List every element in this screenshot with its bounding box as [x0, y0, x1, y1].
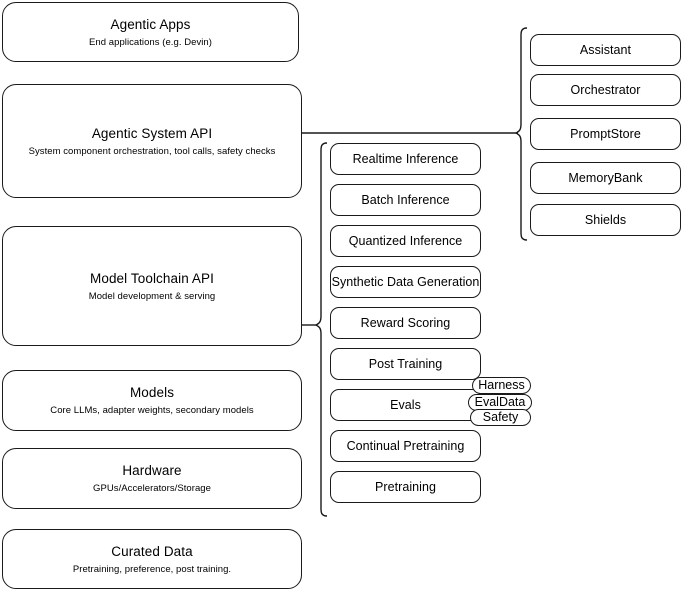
toolchain-item-label: Evals	[390, 398, 421, 412]
toolchain-item-continual-pretraining[interactable]: Continual Pretraining	[330, 430, 481, 462]
system-component-memorybank[interactable]: MemoryBank	[530, 162, 681, 194]
toolchain-item-label: Synthetic Data Generation	[331, 275, 480, 289]
layer-card-model-toolchain-api[interactable]: Model Toolchain API Model development & …	[2, 226, 302, 346]
system-component-orchestrator[interactable]: Orchestrator	[530, 74, 681, 106]
layer-card-agentic-apps[interactable]: Agentic Apps End applications (e.g. Devi…	[2, 2, 299, 62]
evals-tag-safety[interactable]: Safety	[470, 409, 531, 426]
layer-title: Model Toolchain API	[90, 270, 214, 286]
system-component-assistant[interactable]: Assistant	[530, 34, 681, 66]
system-component-label: Shields	[584, 213, 627, 227]
toolchain-item-post-training[interactable]: Post Training	[330, 348, 481, 380]
layer-title: Models	[129, 385, 175, 400]
evals-tag-label: EvalData	[474, 395, 526, 409]
system-components-brace	[514, 27, 528, 241]
system-component-label: Orchestrator	[570, 83, 641, 97]
toolchain-capabilities-brace	[314, 142, 328, 517]
toolchain-item-quantized-inference[interactable]: Quantized Inference	[330, 225, 481, 257]
layer-subtitle: Pretraining, preference, post training.	[72, 563, 232, 575]
layer-card-agentic-system-api[interactable]: Agentic System API System component orch…	[2, 84, 302, 198]
toolchain-item-reward-scoring[interactable]: Reward Scoring	[330, 307, 481, 339]
layer-title: Agentic Apps	[110, 16, 191, 32]
toolchain-item-batch-inference[interactable]: Batch Inference	[330, 184, 481, 216]
evals-tag-harness[interactable]: Harness	[472, 377, 531, 394]
toolchain-item-realtime-inference[interactable]: Realtime Inference	[330, 143, 481, 175]
layer-subtitle: Model development & serving	[88, 290, 216, 302]
evals-tag-label: Harness	[478, 378, 525, 392]
toolchain-item-label: Reward Scoring	[360, 316, 451, 330]
system-component-label: PromptStore	[570, 127, 641, 141]
layer-subtitle: End applications (e.g. Devin)	[89, 36, 212, 48]
layer-card-curated-data[interactable]: Curated Data Pretraining, preference, po…	[2, 529, 302, 589]
layer-title: Curated Data	[111, 543, 193, 559]
layer-card-hardware[interactable]: Hardware GPUs/Accelerators/Storage	[2, 448, 302, 509]
toolchain-item-label: Post Training	[368, 357, 443, 371]
toolchain-item-pretraining[interactable]: Pretraining	[330, 471, 481, 503]
layer-title: Hardware	[122, 463, 182, 478]
toolchain-item-label: Realtime Inference	[352, 152, 459, 166]
system-component-label: Assistant	[579, 43, 632, 57]
layer-title: Agentic System API	[91, 125, 213, 141]
layer-card-models[interactable]: Models Core LLMs, adapter weights, secon…	[2, 370, 302, 431]
toolchain-item-label: Batch Inference	[361, 193, 450, 207]
system-component-promptstore[interactable]: PromptStore	[530, 118, 681, 150]
layer-subtitle: System component orchestration, tool cal…	[28, 145, 276, 157]
system-component-shields[interactable]: Shields	[530, 204, 681, 236]
toolchain-item-synthetic-data-generation[interactable]: Synthetic Data Generation	[330, 266, 481, 298]
system-component-label: MemoryBank	[568, 171, 643, 185]
toolchain-item-evals[interactable]: Evals	[330, 389, 481, 421]
layer-subtitle: GPUs/Accelerators/Storage	[93, 483, 211, 494]
toolchain-item-label: Pretraining	[375, 480, 436, 494]
toolchain-item-label: Quantized Inference	[348, 234, 463, 248]
toolchain-item-label: Continual Pretraining	[346, 439, 465, 453]
evals-tag-label: Safety	[482, 410, 519, 424]
layer-subtitle: Core LLMs, adapter weights, secondary mo…	[50, 405, 254, 416]
